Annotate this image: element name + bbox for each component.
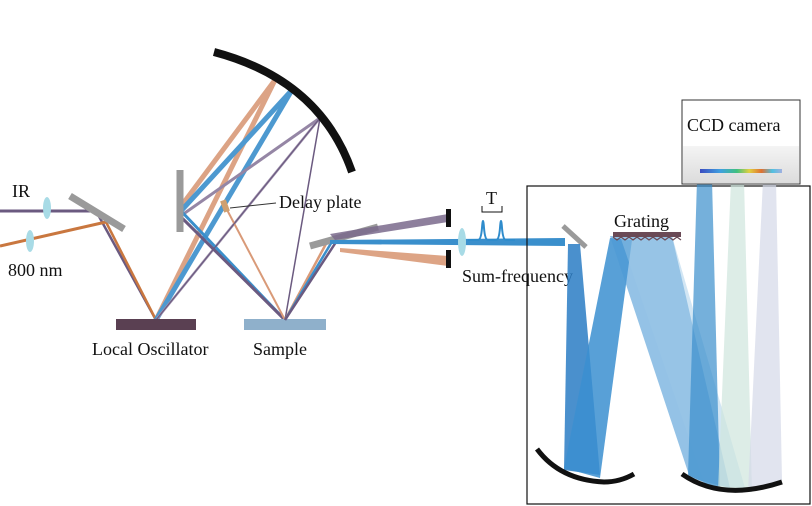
ccd-spectrum-strip (700, 169, 782, 173)
grating-label: Grating (614, 211, 669, 231)
collimating-mirror (534, 447, 636, 485)
spectrometer-beams (564, 180, 782, 492)
ir-lens (43, 197, 51, 219)
ir-label: IR (12, 181, 30, 201)
sum-frequency-label: Sum-frequency (462, 266, 573, 286)
sample-bar (244, 319, 326, 330)
sample-to-mirror-beams (283, 235, 342, 321)
delay-plate-pointer (229, 202, 277, 209)
sfg-lens (458, 228, 466, 256)
ccd-camera-label: CCD camera (687, 115, 780, 135)
delay-plate-label: Delay plate (279, 192, 361, 212)
local-oscillator-label: Local Oscillator (92, 339, 208, 359)
spectrometer-entrance-mirror (561, 224, 588, 249)
ir-beam-block (446, 209, 451, 227)
nm800-reflected-beam (340, 248, 448, 266)
focusing-mirror (680, 471, 783, 493)
sfg-beam (330, 238, 565, 246)
curved-mirror (212, 48, 356, 174)
pulse-delay-bracket (481, 206, 503, 213)
nm800-label: 800 nm (8, 260, 63, 280)
spectrometer-box (526, 185, 811, 505)
ir-reflected-beam (330, 214, 448, 240)
local-oscillator-bar (116, 319, 196, 330)
mirror-to-sample-beams (155, 117, 321, 322)
ccd-camera (681, 99, 801, 185)
nm800-beam (0, 220, 158, 321)
input-mirror (68, 193, 126, 232)
grating (612, 232, 682, 241)
nm800-lens (26, 230, 34, 252)
pulse-pair (468, 220, 515, 241)
nm800-beam-block (446, 250, 451, 268)
pulse-delay-label: T (486, 188, 497, 208)
delay-plate (220, 199, 230, 213)
sample-label: Sample (253, 339, 307, 359)
